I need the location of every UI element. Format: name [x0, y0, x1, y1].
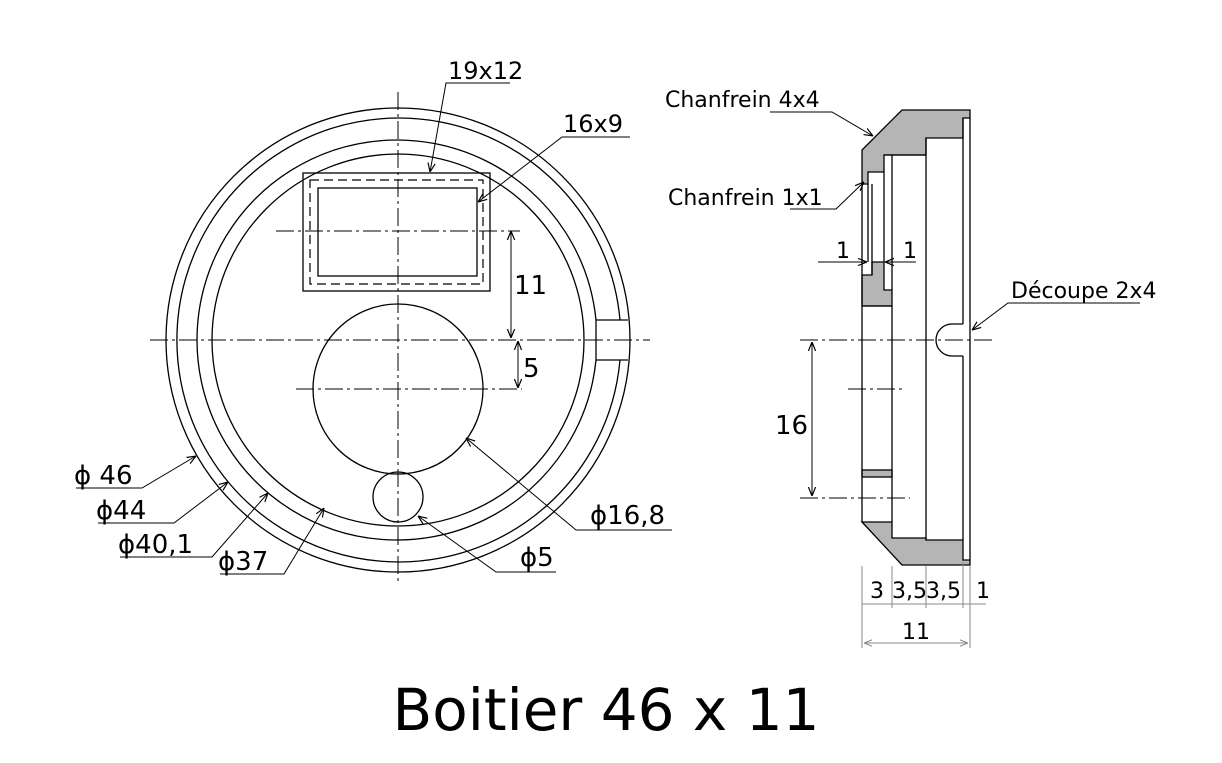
section-bottom	[860, 521, 971, 566]
label-dia-5: ϕ5	[520, 543, 554, 573]
section-strip	[861, 469, 893, 478]
leader-16x9: 16x9	[478, 110, 630, 202]
label-dia-44: ϕ44	[96, 496, 146, 526]
label-step-right: 1	[903, 239, 917, 264]
leader-dia-40-1: ϕ40,1	[118, 493, 268, 560]
front-center-lines	[150, 92, 650, 582]
leader-dia-44: ϕ44	[96, 482, 228, 526]
window-hidden-rect	[309, 179, 484, 285]
label-dia-46: ϕ 46	[74, 461, 133, 491]
label-chamfer-1x1: Chanfrein 1x1	[668, 186, 823, 211]
window-outer-rect	[302, 172, 491, 292]
label-notch: Découpe 2x4	[1011, 279, 1156, 304]
leader-chamfer-4x4: Chanfrein 4x4	[665, 88, 873, 136]
side-outline	[861, 118, 971, 560]
circle-dia-40-1	[196, 139, 597, 541]
label-seg-3-5-b: 3,5	[926, 579, 961, 604]
section-top	[861, 109, 971, 185]
leader-dia-16-8: ϕ16,8	[466, 438, 672, 531]
leader-dia-5: ϕ5	[418, 516, 556, 573]
side-center-lines	[800, 339, 992, 499]
leader-19x12: 19x12	[430, 57, 523, 172]
label-dia-40-1: ϕ40,1	[118, 530, 193, 560]
dim-11-label: 11	[514, 271, 547, 301]
leader-notch: Découpe 2x4	[972, 279, 1156, 330]
label-chamfer-4x4: Chanfrein 4x4	[665, 88, 820, 113]
label-dia-16-8: ϕ16,8	[590, 501, 665, 531]
front-view: 11 5 19x12 16x9 ϕ16,8 ϕ5 ϕ 46	[74, 57, 672, 582]
label-total-11: 11	[902, 620, 930, 645]
dim-segments: 3 3,5 3,5 1 11	[861, 562, 990, 648]
label-seg-3-5-a: 3,5	[892, 579, 927, 604]
label-dia-37: ϕ37	[218, 547, 268, 577]
label-16x9: 16x9	[563, 110, 623, 138]
side-view: Chanfrein 4x4 Chanfrein 1x1 1 1 Découpe …	[665, 88, 1156, 648]
label-seg-1: 1	[976, 579, 990, 604]
label-19x12: 19x12	[448, 57, 523, 85]
section-step-block	[861, 261, 893, 307]
dim-5-label: 5	[523, 354, 540, 384]
dim-11-front: 11	[511, 231, 547, 338]
leader-chamfer-1x1: Chanfrein 1x1	[668, 182, 864, 211]
label-seg-3: 3	[870, 579, 884, 604]
dim-5-front: 5	[518, 341, 540, 388]
dim-step-1-1: 1 1	[818, 239, 917, 264]
leader-dia-37: ϕ37	[218, 508, 324, 577]
dim-16-side: 16	[775, 342, 812, 496]
circle-dia-44	[176, 117, 621, 563]
side-notch	[935, 323, 963, 357]
dim-16-label: 16	[775, 411, 808, 441]
label-step-left: 1	[836, 239, 850, 264]
drawing-title: Boitier 46 x 11	[392, 676, 819, 744]
leader-dia-46: ϕ 46	[74, 456, 196, 491]
